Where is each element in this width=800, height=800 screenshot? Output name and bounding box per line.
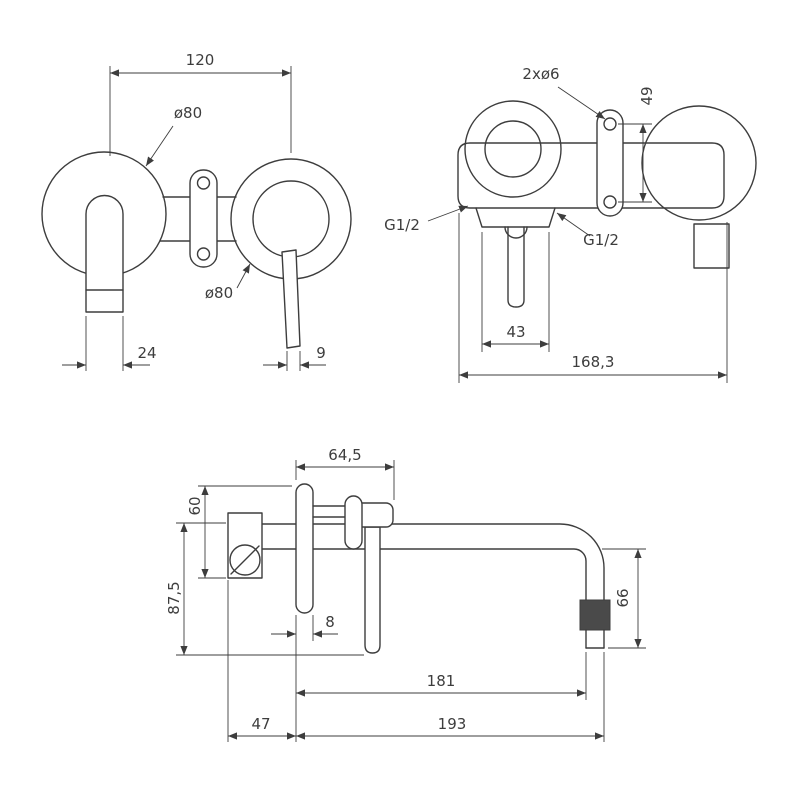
dim-66-label: 66 xyxy=(614,588,632,607)
down-spout xyxy=(507,226,525,308)
bottom-view: 64,5 60 87,5 8 66 xyxy=(165,446,646,742)
dimension-47-193: 47 193 xyxy=(227,580,605,742)
dimension-87-5: 87,5 xyxy=(165,522,364,656)
mounting-plate xyxy=(189,169,218,268)
dimension-181: 181 xyxy=(295,615,587,742)
wall-plate xyxy=(295,483,314,614)
bracket-hole-top xyxy=(603,117,617,131)
d80-bottom-label: ø80 xyxy=(205,284,233,302)
handle-hub-inner-circle xyxy=(484,120,542,178)
dim-8-label: 8 xyxy=(325,613,335,631)
dimension-120: 120 xyxy=(109,51,292,156)
dim-43-label: 43 xyxy=(506,323,525,341)
mounting-hole-bottom xyxy=(196,247,211,261)
label-d80-top: ø80 xyxy=(145,104,202,167)
dimension-43: 43 xyxy=(481,232,550,352)
wall-outlet-block xyxy=(693,223,730,269)
dimension-66: 66 xyxy=(602,548,646,649)
spout-aerator-band xyxy=(579,599,611,631)
handle-base-oval xyxy=(344,495,363,550)
label-2xd6: 2xø6 xyxy=(522,65,606,120)
dim-168-3-label: 168,3 xyxy=(572,353,615,371)
dim-120-label: 120 xyxy=(186,51,215,69)
connection-block xyxy=(475,207,556,228)
dimension-24: 24 xyxy=(62,316,157,371)
holes-label: 2xø6 xyxy=(522,65,559,83)
dimension-8: 8 xyxy=(271,613,338,641)
g12-right-label: G1/2 xyxy=(583,231,619,249)
dim-9-label: 9 xyxy=(316,344,326,362)
dim-64-5-label: 64,5 xyxy=(328,446,361,464)
bracket-hole-bottom xyxy=(603,195,617,209)
handle-mask xyxy=(86,195,123,312)
d80-top-label: ø80 xyxy=(174,104,202,122)
dim-193-label: 193 xyxy=(438,715,467,733)
handle-hub-circle xyxy=(464,100,562,198)
label-d80-bottom: ø80 xyxy=(205,263,251,302)
inwall-valve-cap xyxy=(229,544,261,576)
mixer-body xyxy=(457,142,725,209)
dim-49-label: 49 xyxy=(638,86,656,105)
dimension-9: 9 xyxy=(263,344,326,371)
right-lever xyxy=(281,249,301,349)
right-escutcheon-inner-circle xyxy=(252,180,330,258)
dim-60-label: 60 xyxy=(186,496,204,515)
mounting-bracket xyxy=(596,109,624,217)
handle-rod xyxy=(364,526,381,654)
dimension-60: 60 xyxy=(186,485,292,579)
valve-hatch-line xyxy=(230,545,260,575)
dim-181-label: 181 xyxy=(427,672,456,690)
dimension-168-3: 168,3 xyxy=(458,213,728,383)
side-view: 2xø6 49 G1/2 G1/2 43 xyxy=(384,65,757,383)
dim-47-label: 47 xyxy=(251,715,270,733)
spout-inner-edge xyxy=(312,548,587,601)
left-handle-lever xyxy=(85,194,124,291)
dimension-49: 49 xyxy=(618,86,656,203)
wall-flange-circle xyxy=(641,105,757,221)
left-handle-band xyxy=(85,289,124,313)
mounting-hole-top xyxy=(196,176,211,190)
g12-left-label: G1/2 xyxy=(384,216,420,234)
dimension-64-5: 64,5 xyxy=(295,446,395,500)
label-g12-right: G1/2 xyxy=(556,212,619,249)
label-g12-left: G1/2 xyxy=(384,205,469,234)
aerator-dome xyxy=(504,226,528,239)
front-view: 120 ø80 ø80 24 9 xyxy=(41,51,352,371)
spout-outer-edge xyxy=(312,523,605,601)
dim-87-5-label: 87,5 xyxy=(165,581,183,614)
dim-24-label: 24 xyxy=(137,344,156,362)
